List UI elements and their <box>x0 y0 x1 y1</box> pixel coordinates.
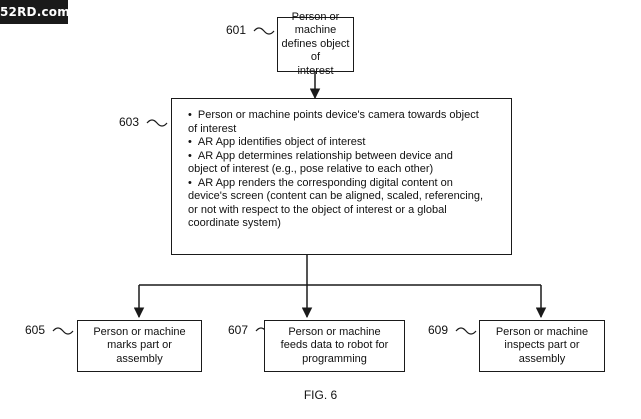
box-601-line: Person or machine <box>291 10 340 37</box>
figure-label: FIG. 6 <box>303 388 338 402</box>
bullet-text: or not with respect to the object of int… <box>188 203 447 216</box>
bullet-text: device's screen (content can be aligned,… <box>188 190 483 202</box>
box-605-line: assembly <box>116 352 163 365</box>
box-601-line: defines object of <box>281 37 350 64</box>
box-609: Person or machine inspects part or assem… <box>479 320 605 372</box>
bullet-dot-icon: • <box>188 176 192 189</box>
ref-609: 609 <box>428 323 449 337</box>
bullet-text: AR App identifies object of interest <box>197 136 366 148</box>
ref-leader-609 <box>455 327 477 335</box>
ref-601: 601 <box>226 23 247 37</box>
box-605-line: Person or machine <box>93 325 186 338</box>
bullet-item: • AR App renders the corresponding digita… <box>188 177 499 231</box>
watermark-logo: 52RD.com <box>0 0 70 24</box>
box-601: Person or machine defines object of inte… <box>277 11 354 77</box>
ref-leader-601 <box>253 27 275 35</box>
box-605: Person or machine marks part or assembly <box>77 320 202 372</box>
box-609-line: assembly <box>518 352 566 365</box>
bullet-text: object of interest (e.g., pose relative … <box>188 163 434 175</box>
bullet-item: • AR App determines relationship between … <box>188 150 499 177</box>
box-601-line: interest <box>297 64 334 77</box>
box-603-bullets: • Person or machine points device's camer… <box>188 109 499 231</box>
box-607-line: feeds data to robot for <box>280 339 389 352</box>
bullet-item: • Person or machine points device's camer… <box>188 109 499 136</box>
bullet-text: of interest <box>188 122 237 135</box>
bullet-text: coordinate system) <box>188 217 281 229</box>
ref-607: 607 <box>228 323 249 337</box>
box-609-line: inspects part or <box>504 339 580 352</box>
bullet-dot-icon: • <box>188 136 192 148</box>
box-607-line: Person or machine <box>288 325 381 338</box>
box-607-line: programming <box>302 352 367 365</box>
bullet-dot-icon: • <box>188 149 192 162</box>
ref-603: 603 <box>119 115 140 129</box>
bullet-item: • AR App identifies object of interest <box>188 136 499 150</box>
ref-leader-605 <box>52 327 74 335</box>
ref-leader-603 <box>146 119 168 127</box>
box-605-line: marks part or <box>107 339 172 352</box>
bullet-text: AR App determines relationship between d… <box>197 149 453 162</box>
bullet-text: AR App renders the corresponding digital… <box>197 176 453 189</box>
box-603: • Person or machine points device's camer… <box>171 98 512 255</box>
box-609-line: Person or machine <box>495 325 589 338</box>
box-607: Person or machine feeds data to robot fo… <box>264 320 405 372</box>
ref-605: 605 <box>25 323 46 337</box>
bullet-dot-icon: • <box>188 109 192 121</box>
bullet-text: Person or machine points device's camera… <box>197 109 479 121</box>
